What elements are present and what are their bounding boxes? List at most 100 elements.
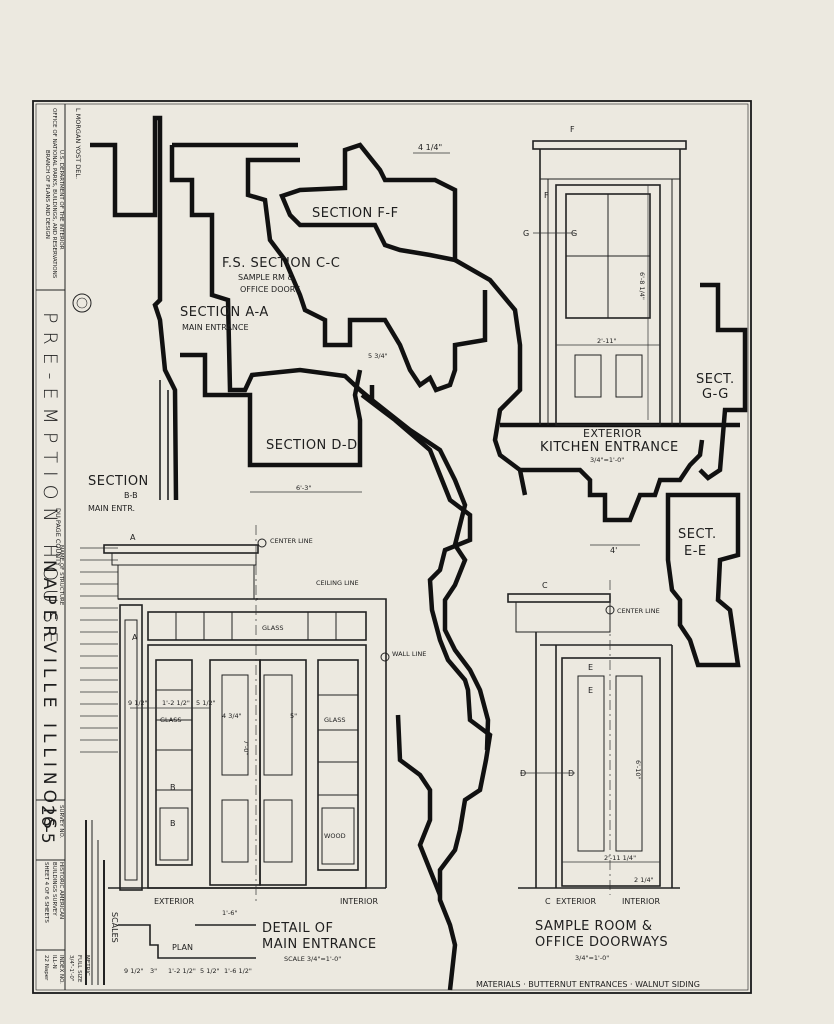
right-glass-label: GLASS bbox=[324, 716, 346, 724]
label-sect-e-e-1: SECT. bbox=[678, 527, 717, 542]
profile-lower bbox=[395, 714, 443, 896]
main-interior-label: INTERIOR bbox=[340, 897, 379, 906]
office-letter-d1: D bbox=[520, 769, 526, 778]
office-door-panel-right bbox=[615, 675, 643, 852]
plan-dim-d: 1'-2 1/2" bbox=[168, 967, 196, 975]
agency-line-3: BRANCH OF PLANS AND DESIGN bbox=[44, 150, 50, 239]
kitchen-letter-f2: F bbox=[544, 191, 549, 200]
plan-dim-a: 1'-6" bbox=[222, 909, 237, 917]
wall-line-label: WALL LINE bbox=[392, 650, 426, 658]
main-dim-d6: 7'-0" bbox=[242, 740, 250, 755]
agency-line-2: OFFICE OF NATIONAL PARKS, BUILDINGS, AND… bbox=[51, 108, 57, 279]
label-section-b-b-2: B-B bbox=[124, 491, 138, 500]
profile-section-f-f bbox=[278, 142, 458, 263]
profile-section-d-d bbox=[180, 352, 363, 468]
name-of-structure-label: NAME OF STRUCTURE bbox=[58, 545, 64, 606]
left-sidelight bbox=[155, 659, 193, 866]
scale-note-1: 3/4"-1'-0" bbox=[68, 955, 74, 981]
office-letter-d2: D bbox=[568, 769, 574, 778]
office-title-line-2: OFFICE DOORWAYS bbox=[535, 935, 668, 950]
survey-name-line-2: BUILDINGS SURVEY bbox=[51, 862, 57, 916]
left-glass-label: GLASS bbox=[160, 716, 182, 724]
label-section-d-d: SECTION D-D bbox=[266, 438, 358, 453]
walnut-siding bbox=[80, 547, 118, 753]
wood-panel-label: WOOD bbox=[324, 832, 346, 840]
office-dim-height: 6'-10" bbox=[634, 760, 642, 780]
kitchen-door-frame bbox=[555, 184, 661, 426]
dim-section-d-d: 6'-3" bbox=[296, 484, 311, 492]
section-labels: SECTION F-F F.S. SECTION C-C SAMPLE RM &… bbox=[88, 206, 734, 559]
main-dim-d5: 5" bbox=[290, 712, 297, 720]
main-title-line-2: MAIN ENTRANCE bbox=[262, 937, 377, 952]
molding-profiles bbox=[90, 115, 748, 991]
label-sect-g-g-2: G-G bbox=[702, 387, 729, 402]
transom-glass-label: GLASS bbox=[262, 624, 284, 632]
plan-dim-c: 3" bbox=[150, 967, 157, 975]
kitchen-letter-g2: G bbox=[571, 229, 577, 238]
plan-dim-e: 5 1/2" bbox=[200, 967, 220, 975]
county-text: DU PAGE COUNTY bbox=[54, 508, 62, 566]
label-sect-e-e-2: E-E bbox=[684, 544, 707, 559]
kitchen-dim-top: 4 1/4" bbox=[418, 143, 442, 152]
scale-note-2: FULL SIZE bbox=[76, 955, 82, 983]
main-entrance-elevation: GLASS GLASS GLASS WOOD 9 1/2" 1'-2 bbox=[80, 525, 426, 985]
scale-bars bbox=[85, 820, 105, 985]
center-line-label: CENTER LINE bbox=[270, 537, 313, 545]
profile-section-b-b bbox=[90, 115, 179, 501]
office-dim-right: 2 1/4" bbox=[634, 876, 654, 884]
office-letter-c2: C bbox=[545, 897, 551, 906]
label-section-b-b-1: SECTION bbox=[88, 474, 149, 489]
kitchen-dim-bottom: 4' bbox=[610, 546, 617, 555]
profile-second-run bbox=[370, 398, 491, 751]
ceiling-line-label: CEILING LINE bbox=[316, 579, 359, 587]
office-door-panel-left bbox=[577, 675, 605, 852]
sheet-inner-border bbox=[35, 103, 749, 991]
sample-room-elevation: 2'-11 1/4" 6'-10" 2 1/4" C C D D E E CEN… bbox=[507, 580, 680, 962]
kitchen-dim-width: 2'-11" bbox=[597, 337, 617, 345]
materials-note: MATERIALS · BUTTERNUT ENTRANCES · WALNUT… bbox=[476, 980, 700, 989]
city-state: NAPERVILLE ILLINOIS bbox=[39, 560, 59, 834]
survey-seal bbox=[72, 293, 92, 313]
office-center-line: CENTER LINE bbox=[617, 607, 660, 615]
main-scale: SCALE 3/4"=1'-0" bbox=[284, 955, 341, 963]
kitchen-door-panel-left bbox=[574, 354, 602, 398]
scales-label: SCALES bbox=[110, 912, 119, 943]
wall-line bbox=[256, 598, 387, 888]
main-letter-b2: B bbox=[170, 819, 176, 828]
main-dim-d4: 4 3/4" bbox=[222, 712, 242, 720]
scale-note-3: METRIC bbox=[84, 955, 90, 976]
plan-dim-b: 9 1/2" bbox=[124, 967, 144, 975]
main-title-line-1: DETAIL OF bbox=[262, 921, 333, 936]
label-section-f-f: SECTION F-F bbox=[312, 206, 399, 221]
label-section-c-c-2: SAMPLE RM & bbox=[238, 273, 294, 282]
label-section-a-a-2: MAIN ENTRANCE bbox=[182, 323, 249, 332]
office-letter-c1: C bbox=[542, 581, 548, 590]
index-label: INDEX NO. bbox=[58, 955, 64, 984]
dim-section-f-f: 5 3/4" bbox=[368, 352, 388, 360]
main-dim-d1: 9 1/2" bbox=[128, 699, 148, 707]
kitchen-entrance-elevation: 2'-11" 6'-8 1/4" F F G G 4 1/4" 4' EXTER… bbox=[413, 125, 687, 555]
title-block: L MORGAN YOST DEL. U.S. DEPARTMENT OF TH… bbox=[36, 104, 92, 990]
office-door bbox=[561, 657, 661, 887]
main-door-left-leaf bbox=[209, 659, 261, 886]
plan-dim-f: 1'-6 1/2" bbox=[224, 967, 252, 975]
main-plan bbox=[118, 924, 256, 959]
office-scale: 3/4"=1'-0" bbox=[575, 954, 609, 962]
index-value: ILL-N bbox=[51, 955, 57, 969]
survey-no: 26-5 bbox=[37, 805, 57, 844]
right-sidelight bbox=[317, 659, 359, 871]
main-letter-a1: A bbox=[130, 533, 136, 542]
office-title-line-1: SAMPLE ROOM & bbox=[535, 919, 653, 934]
profile-long-run bbox=[360, 393, 493, 991]
profile-section-c-c bbox=[245, 157, 488, 393]
survey-no-label: SURVEY NO. bbox=[58, 805, 64, 839]
profile-diagonal-main bbox=[453, 258, 528, 496]
label-section-b-b-3: MAIN ENTR. bbox=[88, 504, 135, 513]
main-dim-d3: 5 1/2" bbox=[196, 699, 216, 707]
index-small: 22 Naper bbox=[43, 955, 49, 981]
kitchen-title-line-2: KITCHEN ENTRANCE bbox=[540, 440, 679, 455]
main-letter-a2: A bbox=[132, 633, 138, 642]
main-transom bbox=[147, 611, 367, 641]
office-interior-label: INTERIOR bbox=[622, 897, 661, 906]
